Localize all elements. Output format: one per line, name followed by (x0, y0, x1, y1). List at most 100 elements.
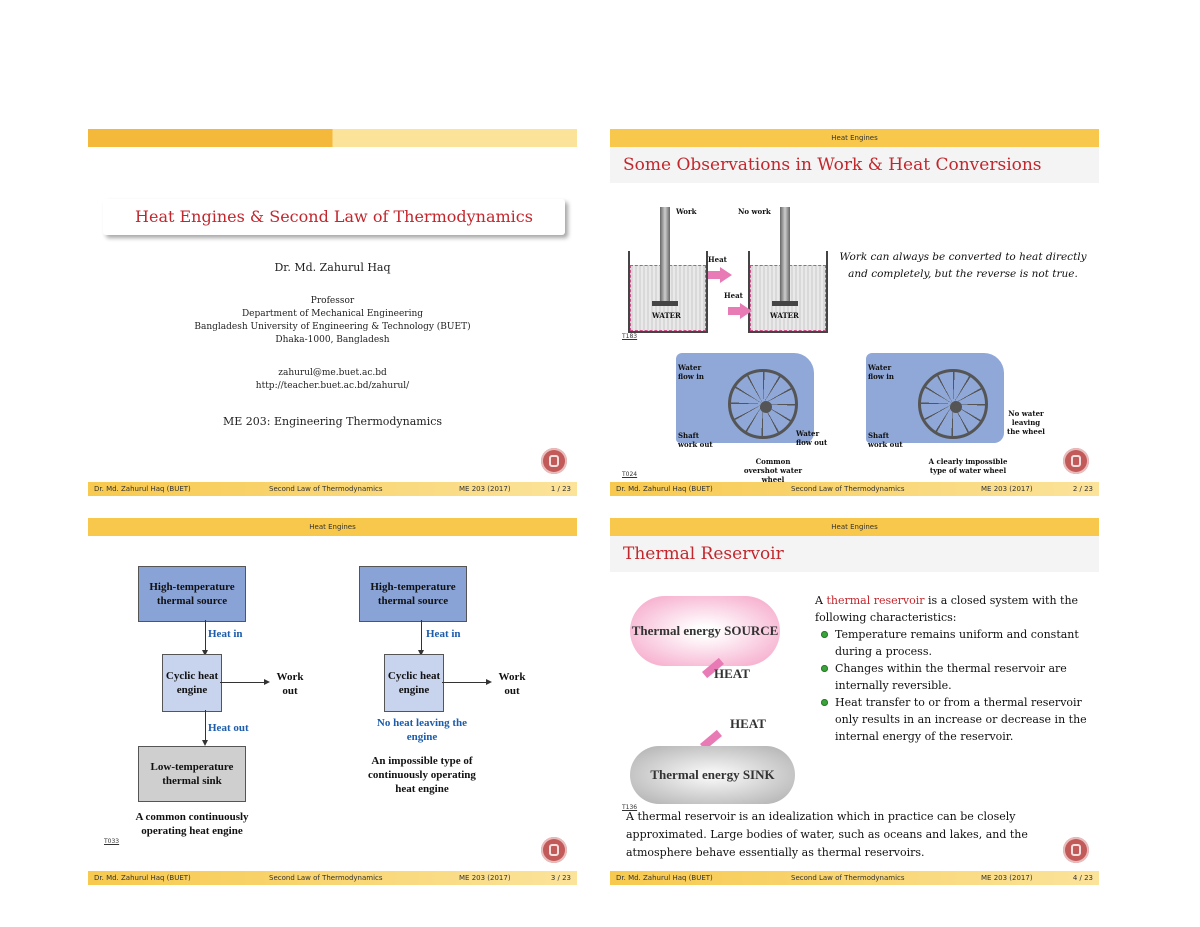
hot-source-box-1: High-temperature thermal source (138, 566, 246, 622)
slide-1: Heat Engines & Second Law of Thermodynam… (88, 129, 577, 496)
arrow-right-icon (264, 679, 270, 685)
slide-footer: Dr. Md. Zahurul Haq (BUET) Second Law of… (610, 482, 1099, 496)
sink-cloud: Thermal energy SINK (630, 746, 795, 804)
presentation-title: Heat Engines & Second Law of Thermodynam… (103, 199, 565, 235)
author-url[interactable]: http://teacher.buet.ac.bd/zahurul/ (255, 381, 410, 391)
reservoir-definition: A thermal reservoir is a closed system w… (815, 592, 1095, 745)
cold-sink-box: Low-temperature thermal sink (138, 746, 246, 802)
label-water-1: WATER (652, 311, 681, 320)
footer-title: Second Law of Thermodynamics (269, 874, 383, 882)
buet-logo-icon (541, 837, 567, 863)
label-shaft-work-2: Shaft work out (868, 431, 903, 449)
heat-arrow-2-icon (740, 303, 752, 319)
line (421, 620, 422, 652)
label-no-water: No water leaving the wheel (1007, 409, 1045, 436)
slide-title: Thermal Reservoir (610, 536, 1099, 572)
figure-ref-1[interactable]: T183 (622, 333, 638, 340)
water-wheel-2-icon (918, 369, 988, 439)
footer-course: ME 203 (2017) (981, 485, 1033, 493)
footer-course: ME 203 (2017) (459, 485, 511, 493)
label-heat-out: Heat out (208, 722, 249, 734)
line (205, 620, 206, 652)
footer-page: 4 / 23 (1072, 874, 1093, 882)
characteristics-list: Temperature remains uniform and constant… (815, 626, 1095, 745)
label-water-in-1: Water flow in (678, 363, 704, 381)
arrow-down-icon (202, 740, 208, 746)
slide-section-bar: Heat Engines (88, 518, 577, 536)
label-water-out: Water flow out (796, 429, 828, 447)
line (442, 682, 486, 683)
arrow-right-icon (486, 679, 492, 685)
label-heat-in: Heat (724, 291, 743, 300)
figure-ref-2[interactable]: T024 (622, 471, 638, 478)
source-cloud: Thermal energy SOURCE (630, 596, 780, 666)
figure-ref[interactable]: T136 (622, 804, 638, 811)
course-name: ME 203: Engineering Thermodynamics (222, 415, 443, 428)
reservoir-note: A thermal reservoir is an idealization w… (626, 810, 1028, 859)
label-work: Work (676, 207, 697, 216)
slide-footer: Dr. Md. Zahurul Haq (BUET) Second Law of… (88, 482, 577, 496)
author-city: Dhaka-1000, Bangladesh (275, 335, 390, 345)
footer-course: ME 203 (2017) (981, 874, 1033, 882)
label-water-2: WATER (770, 311, 799, 320)
footer-title: Second Law of Thermodynamics (791, 874, 905, 882)
label-heat-out: Heat (708, 255, 727, 264)
slide-footer: Dr. Md. Zahurul Haq (BUET) Second Law of… (88, 871, 577, 885)
definition-intro: A thermal reservoir is a closed system w… (815, 594, 1079, 624)
footer-course: ME 203 (2017) (459, 874, 511, 882)
author-name: Dr. Md. Zahurul Haq (274, 261, 391, 274)
footer-author: Dr. Md. Zahurul Haq (BUET) (94, 485, 191, 493)
footer-title: Second Law of Thermodynamics (269, 485, 383, 493)
footer-page: 2 / 23 (1072, 485, 1093, 493)
arrow-down-icon (202, 650, 208, 656)
label-shaft-work-1: Shaft work out (678, 431, 713, 449)
slide-header-bar (88, 129, 577, 147)
engine-box-1: Cyclic heat engine (162, 654, 222, 712)
label-heat-sink: HEAT (730, 716, 766, 731)
arrow-down-icon (418, 650, 424, 656)
slide-2: Heat Engines Some Observations in Work &… (610, 129, 1099, 496)
figure-ref[interactable]: T033 (104, 838, 120, 845)
footer-author: Dr. Md. Zahurul Haq (BUET) (616, 874, 713, 882)
buet-logo-icon (1063, 448, 1089, 474)
line (220, 682, 264, 683)
author-department: Department of Mechanical Engineering (241, 309, 424, 319)
label-work-out-1: Work out (276, 671, 304, 697)
slide-section-bar: Heat Engines (610, 129, 1099, 147)
label-work-out-2: Work out (498, 671, 526, 697)
label-heat-in-1: Heat in (208, 628, 243, 640)
footer-page: 3 / 23 (550, 874, 571, 882)
list-item: Heat transfer to or from a thermal reser… (815, 694, 1095, 745)
label-water-in-2: Water flow in (868, 363, 894, 381)
line (205, 710, 206, 740)
footer-author: Dr. Md. Zahurul Haq (BUET) (616, 485, 713, 493)
author-university: Bangladesh University of Engineering & T… (194, 322, 471, 332)
paddle-1 (652, 301, 678, 306)
slide-section-bar: Heat Engines (610, 518, 1099, 536)
list-item: Temperature remains uniform and constant… (815, 626, 1095, 660)
engine-box-2: Cyclic heat engine (384, 654, 444, 712)
caption-common-engine: A common continuously operating heat eng… (135, 811, 249, 837)
paddle-2 (772, 301, 798, 306)
slide-title: Some Observations in Work & Heat Convers… (610, 147, 1099, 183)
heat-arrow-body-1 (708, 271, 720, 279)
term-thermal-reservoir: thermal reservoir (826, 594, 925, 607)
caption-wheel-1: Common overshot water wheel (743, 457, 803, 484)
author-email[interactable]: zahurul@me.buet.ac.bd (278, 368, 387, 378)
label-heat-in-2: Heat in (426, 628, 461, 640)
observation-quote: Work can always be converted to heat dir… (839, 251, 1087, 280)
list-item: Changes within the thermal reservoir are… (815, 660, 1095, 694)
slide-3: Heat Engines High-temperature thermal so… (88, 518, 577, 885)
caption-wheel-2: A clearly impossible type of water wheel (928, 457, 1008, 475)
buet-logo-icon (1063, 837, 1089, 863)
label-no-work: No work (738, 207, 771, 216)
shaft-1 (660, 207, 670, 303)
label-heat-source: HEAT (714, 666, 750, 681)
slide-footer: Dr. Md. Zahurul Haq (BUET) Second Law of… (610, 871, 1099, 885)
heat-arrow-1-icon (720, 267, 732, 283)
hot-source-box-2: High-temperature thermal source (359, 566, 467, 622)
buet-logo-icon (541, 448, 567, 474)
slide-4: Heat Engines Thermal Reservoir Thermal e… (610, 518, 1099, 885)
label-no-heat-leaving: No heat leaving the engine (376, 717, 468, 743)
water-wheel-1-icon (728, 369, 798, 439)
